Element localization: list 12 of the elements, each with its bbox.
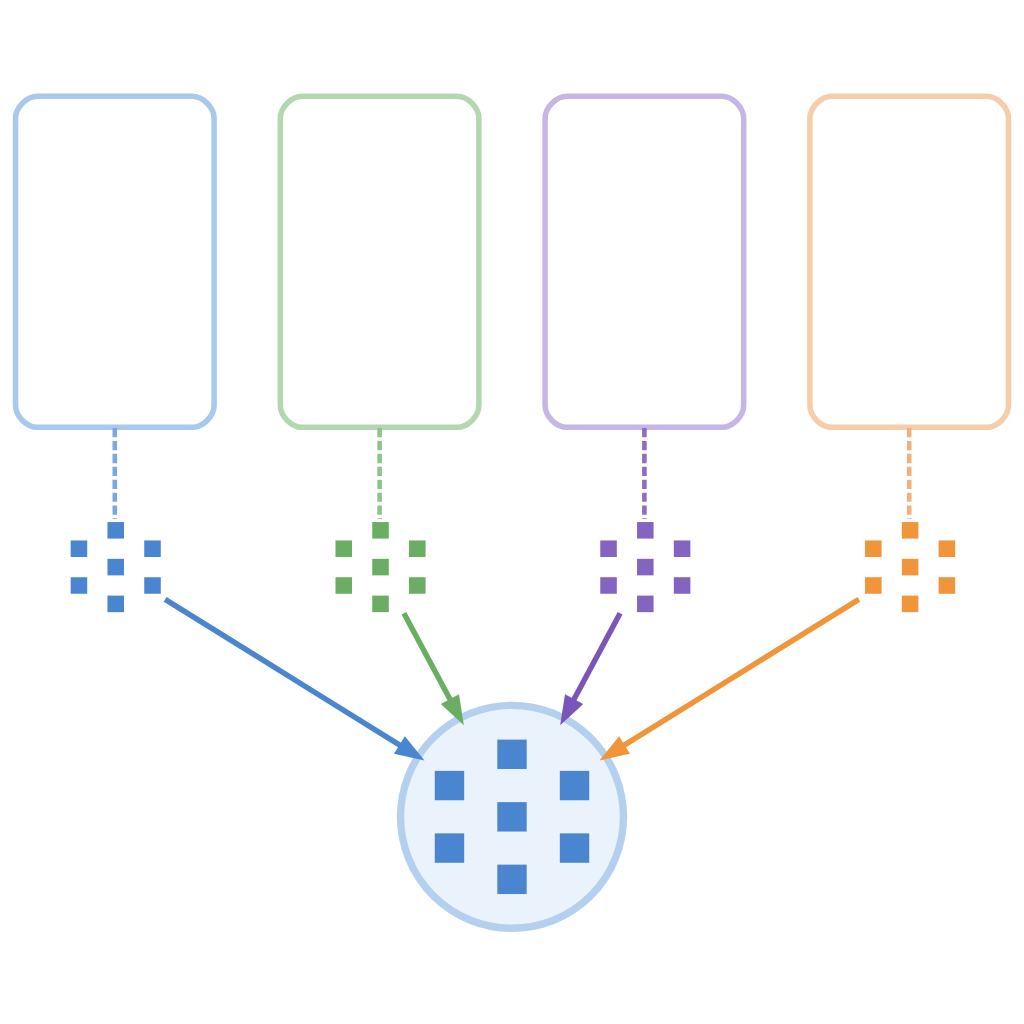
- node-box: [542, 93, 747, 430]
- node-box: [807, 93, 1012, 430]
- node-box: [12, 93, 217, 430]
- arrow: [560, 611, 623, 725]
- connector: [642, 427, 647, 519]
- arrow: [401, 611, 464, 725]
- connector: [377, 427, 382, 519]
- connector: [112, 427, 118, 519]
- arrow: [163, 596, 425, 761]
- arrow: [599, 596, 861, 761]
- node-box: [277, 93, 482, 430]
- connector: [906, 427, 912, 519]
